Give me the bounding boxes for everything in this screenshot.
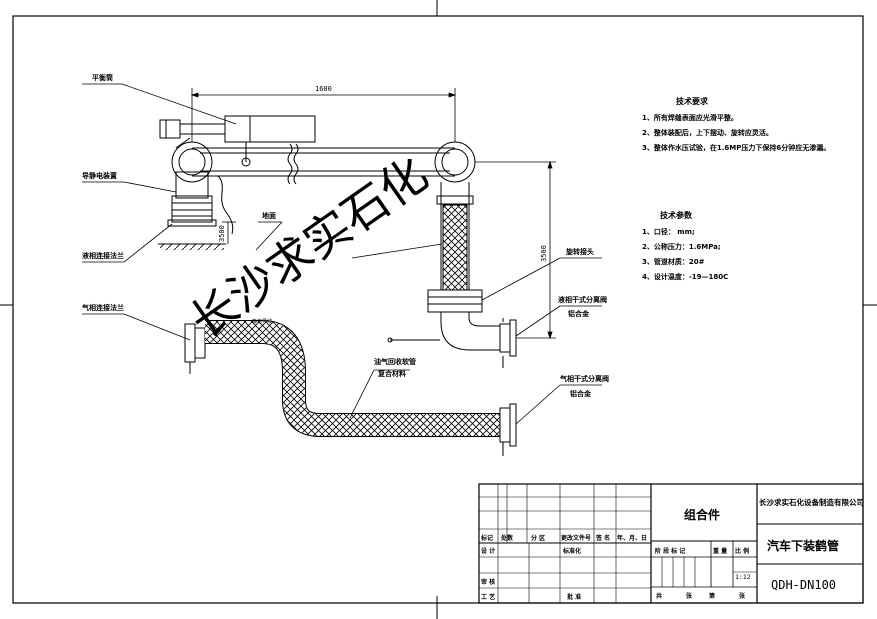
tech-requirement-1: 1、所有焊缝表面应光滑平整。 xyxy=(642,113,738,122)
callout-vapor-sep-valve: 气相干式分离阀 xyxy=(559,374,609,383)
callout-vapor-hose: 油气回收软管 xyxy=(374,357,416,366)
callout-swivel: 旋转接头 xyxy=(565,247,594,256)
callout-counterweight: 平衡筒 xyxy=(92,73,113,82)
header-count: 处数 xyxy=(500,534,514,542)
callout-vapor-hose-material: 复合材料 xyxy=(377,369,406,378)
tech-requirement-2: 2、整体装配后，上下摆动、旋转应灵活。 xyxy=(642,128,773,137)
tech-param-3: 3、管道材质：20# xyxy=(642,257,705,266)
product-name: 汽车下装鹤管 xyxy=(767,538,839,553)
header-date: 年、月、日 xyxy=(617,534,647,542)
page-suffix-label: 张 xyxy=(739,592,746,600)
weight-label: 重 量 xyxy=(713,547,727,555)
scale-label: 比 例 xyxy=(735,547,749,555)
header-mark: 标记 xyxy=(480,534,493,542)
callout-ground: 地面 xyxy=(262,211,276,220)
header-sign: 签 名 xyxy=(595,534,610,542)
dim-horizontal: 1600 xyxy=(315,85,332,93)
total-label: 共 xyxy=(656,592,662,600)
tech-param-1: 1、口径： mm; xyxy=(642,227,695,236)
tech-param-2: 2、公称压力：1.6MPa; xyxy=(642,242,721,251)
process-label: 工 艺 xyxy=(481,593,495,601)
tech-requirement-3: 3、整体作水压试验，在1.6MP压力下保持6分钟应无渗漏。 xyxy=(642,143,830,152)
leader-lines xyxy=(82,83,602,425)
assembly-label: 组合件 xyxy=(684,507,720,522)
callout-vapor-sep-material: 铝合金 xyxy=(570,389,592,398)
standard-label: 标准化 xyxy=(562,547,581,555)
callout-vapor-flange: 气相连接法兰 xyxy=(81,303,124,312)
page-label: 第 xyxy=(708,592,715,600)
vapor-hose-assembly xyxy=(184,320,517,456)
ground-line xyxy=(158,243,226,250)
title-block-text: 组合件 长沙求实石化设备制造有限公司 汽车下装鹤管 QDH-DN100 1:12… xyxy=(480,497,864,601)
tech-requirements: 技术要求 1、所有焊缝表面应光滑平整。 2、整体装配后，上下摆动、旋转应灵活。 … xyxy=(642,96,830,152)
callout-liquid-sep-material: 铝合金 xyxy=(568,309,590,318)
design-label: 设 计 xyxy=(481,547,495,555)
callouts: 平衡筒 导静电装置 液相连接法兰 地面 旋转接头 气相连接法兰 液相干式分离阀 … xyxy=(81,73,609,398)
callout-guide-electric: 导静电装置 xyxy=(82,171,117,180)
upper-loading-arm xyxy=(159,115,517,368)
header-change-doc: 更改文件号 xyxy=(561,534,591,542)
scale-value: 1:12 xyxy=(735,573,751,581)
callout-small-note: 静电导线 xyxy=(252,318,272,325)
drawing-number: QDH-DN100 xyxy=(771,578,836,592)
dimension-lines xyxy=(190,88,556,340)
company-name: 长沙求实石化设备制造有限公司 xyxy=(759,497,864,507)
tech-parameters: 技术参数 1、口径： mm; 2、公称压力：1.6MPa; 3、管道材质：20#… xyxy=(642,210,728,281)
dim-vertical-inner: 3500 xyxy=(218,225,226,242)
tech-param-4: 4、设计温度：-19—180C xyxy=(642,272,728,281)
review-label: 审 核 xyxy=(481,578,495,586)
header-zone: 分 区 xyxy=(531,534,545,542)
title-block xyxy=(478,483,864,604)
callout-liquid-sep-valve: 液相干式分离阀 xyxy=(558,295,607,304)
approve-label: 批 准 xyxy=(567,593,581,601)
sheets-label: 张 xyxy=(686,592,693,600)
callout-liquid-flange: 液相连接法兰 xyxy=(82,251,124,260)
stage-mark-label: 阶 段 标 记 xyxy=(655,547,685,555)
tech-params-title: 技术参数 xyxy=(660,210,693,220)
dim-vertical-outer: 3500 xyxy=(540,245,548,262)
tech-requirements-title: 技术要求 xyxy=(676,96,709,106)
